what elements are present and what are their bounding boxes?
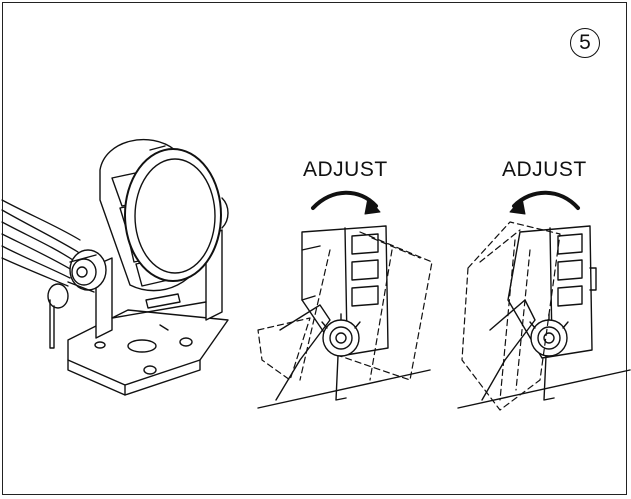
release-key [47, 283, 69, 349]
camera-unit-illustration [1, 138, 229, 396]
arrow-clockwise [311, 190, 381, 215]
base-bracket [67, 309, 229, 396]
adjust-label-clockwise: ADJUST [303, 158, 388, 181]
cable-bundle [1, 199, 81, 287]
detail-view-tilt-up [457, 221, 631, 411]
step-number-badge: 5 [570, 28, 600, 58]
detail-view-tilt-down [257, 225, 433, 409]
lens-face [124, 148, 222, 282]
tilt-knob [67, 249, 107, 293]
arrow-counterclockwise [509, 190, 580, 215]
adjust-label-counterclockwise: ADJUST [502, 158, 587, 181]
